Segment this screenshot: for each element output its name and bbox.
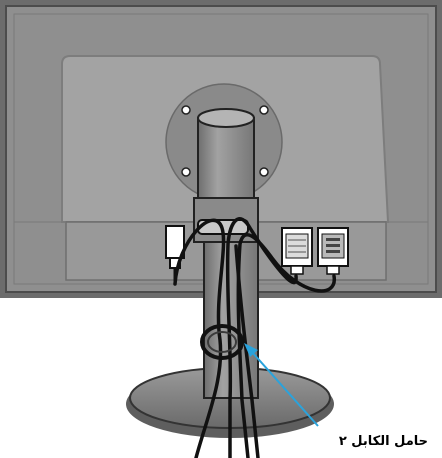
screw-hole-icon — [182, 106, 190, 114]
screw-hole-icon — [260, 168, 268, 176]
cable-holder-label: حامل الكابل ٢ — [318, 434, 428, 449]
screw-hole-icon — [182, 168, 190, 176]
screw-hole-icon — [260, 106, 268, 114]
